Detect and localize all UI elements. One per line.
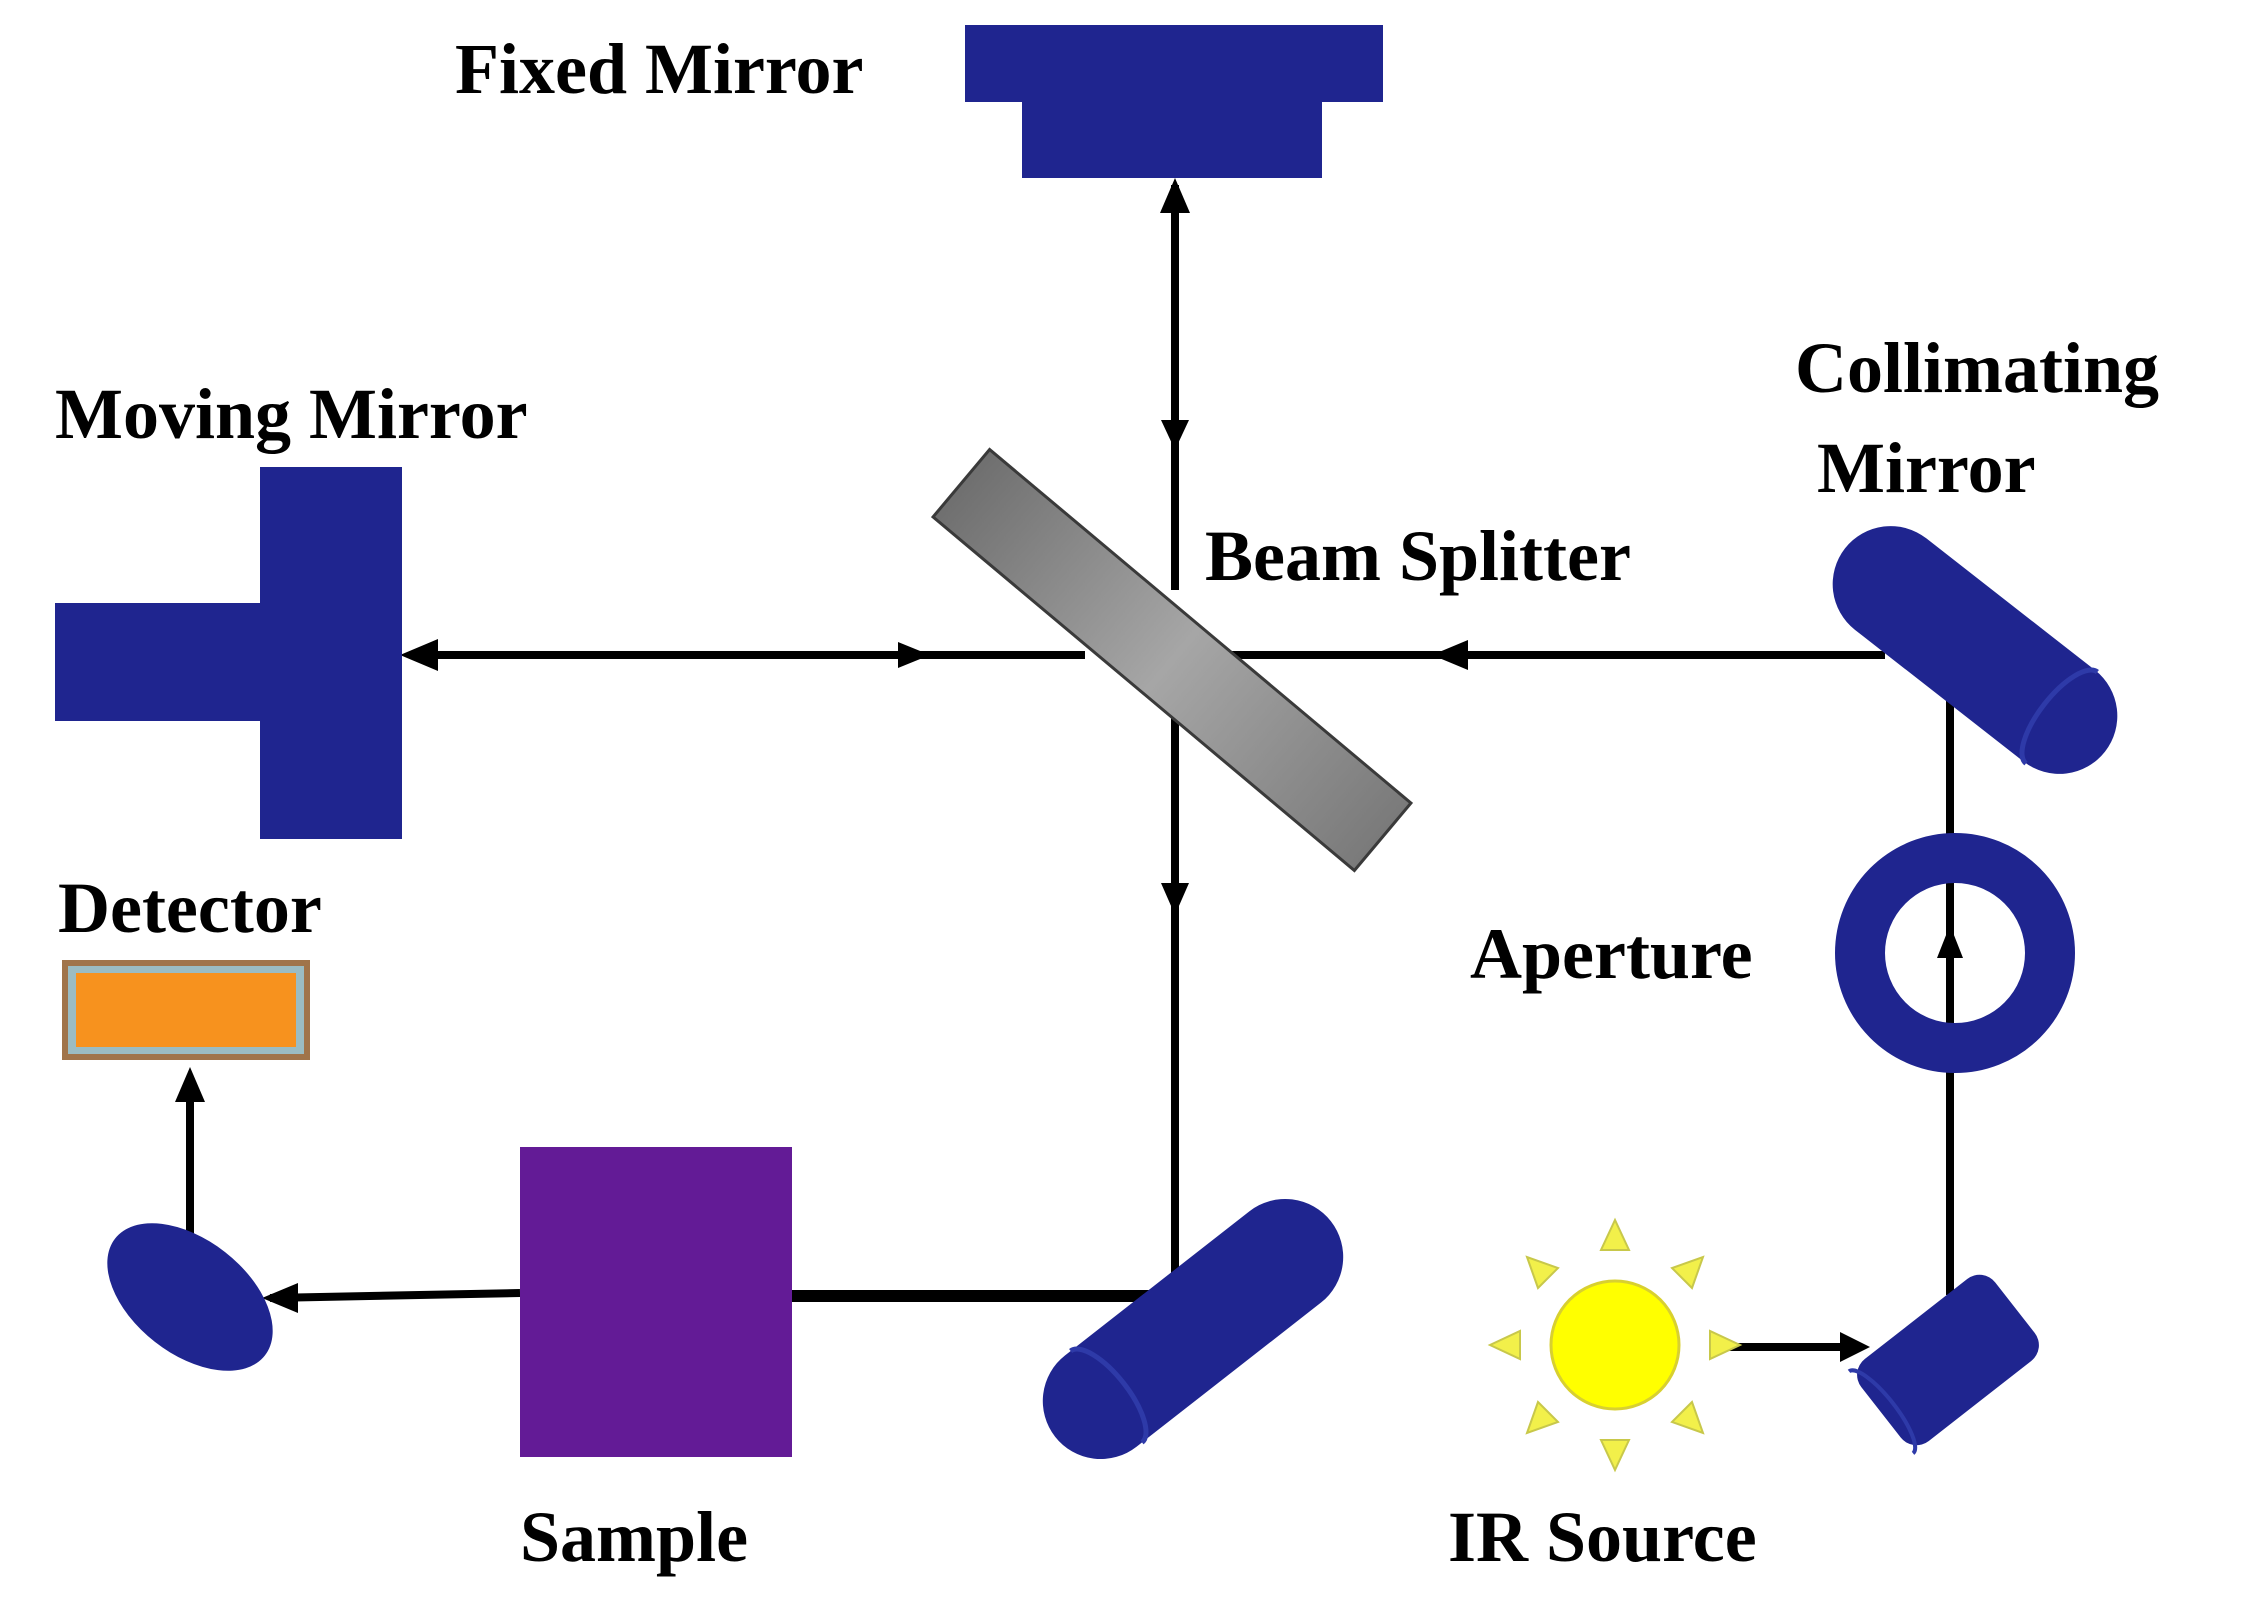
label-aperture: Aperture [1470,914,1753,994]
label-collimating-mirror-line2: Mirror [1817,428,2036,508]
fixed-mirror [965,25,1383,178]
arrow-up-aperture [1937,925,1963,958]
ir-source-icon [1487,1217,1743,1473]
label-fixed-mirror: Fixed Mirror [455,29,864,109]
arrow-returning-from-moving-mirror [898,642,930,668]
arrow-down-to-lower-mirror [1161,883,1189,915]
lower-mirror [1042,1198,1344,1460]
beam-paths [186,185,1954,1351]
aperture [1835,833,2075,1073]
arrow-to-moving-mirror [400,639,438,671]
label-beam-splitter: Beam Splitter [1205,516,1631,596]
arrow-to-detector [175,1067,205,1102]
focusing-mirror [107,1223,273,1371]
arrow-to-fixed-mirror [1160,178,1190,213]
collimating-mirror [1832,526,2118,774]
source-steering-mirror [1847,1274,2039,1455]
moving-mirror [55,467,402,839]
beam-sample-to-focusing-mirror [269,1289,521,1302]
label-ir-source: IR Source [1448,1497,1757,1577]
label-moving-mirror: Moving Mirror [55,374,528,454]
label-detector: Detector [58,868,322,948]
arrow-to-splitter [1432,640,1468,670]
arrowheads [175,178,1963,1362]
beam-splitter [930,447,1414,873]
detector [62,960,310,1060]
label-sample: Sample [520,1497,748,1577]
sample [520,1147,792,1457]
arrow-returning-from-fixed-mirror [1161,420,1189,450]
arrow-source-to-steering [1840,1332,1870,1362]
arrow-to-focusing-mirror [262,1283,298,1313]
label-collimating-mirror-line1: Collimating [1795,328,2159,408]
